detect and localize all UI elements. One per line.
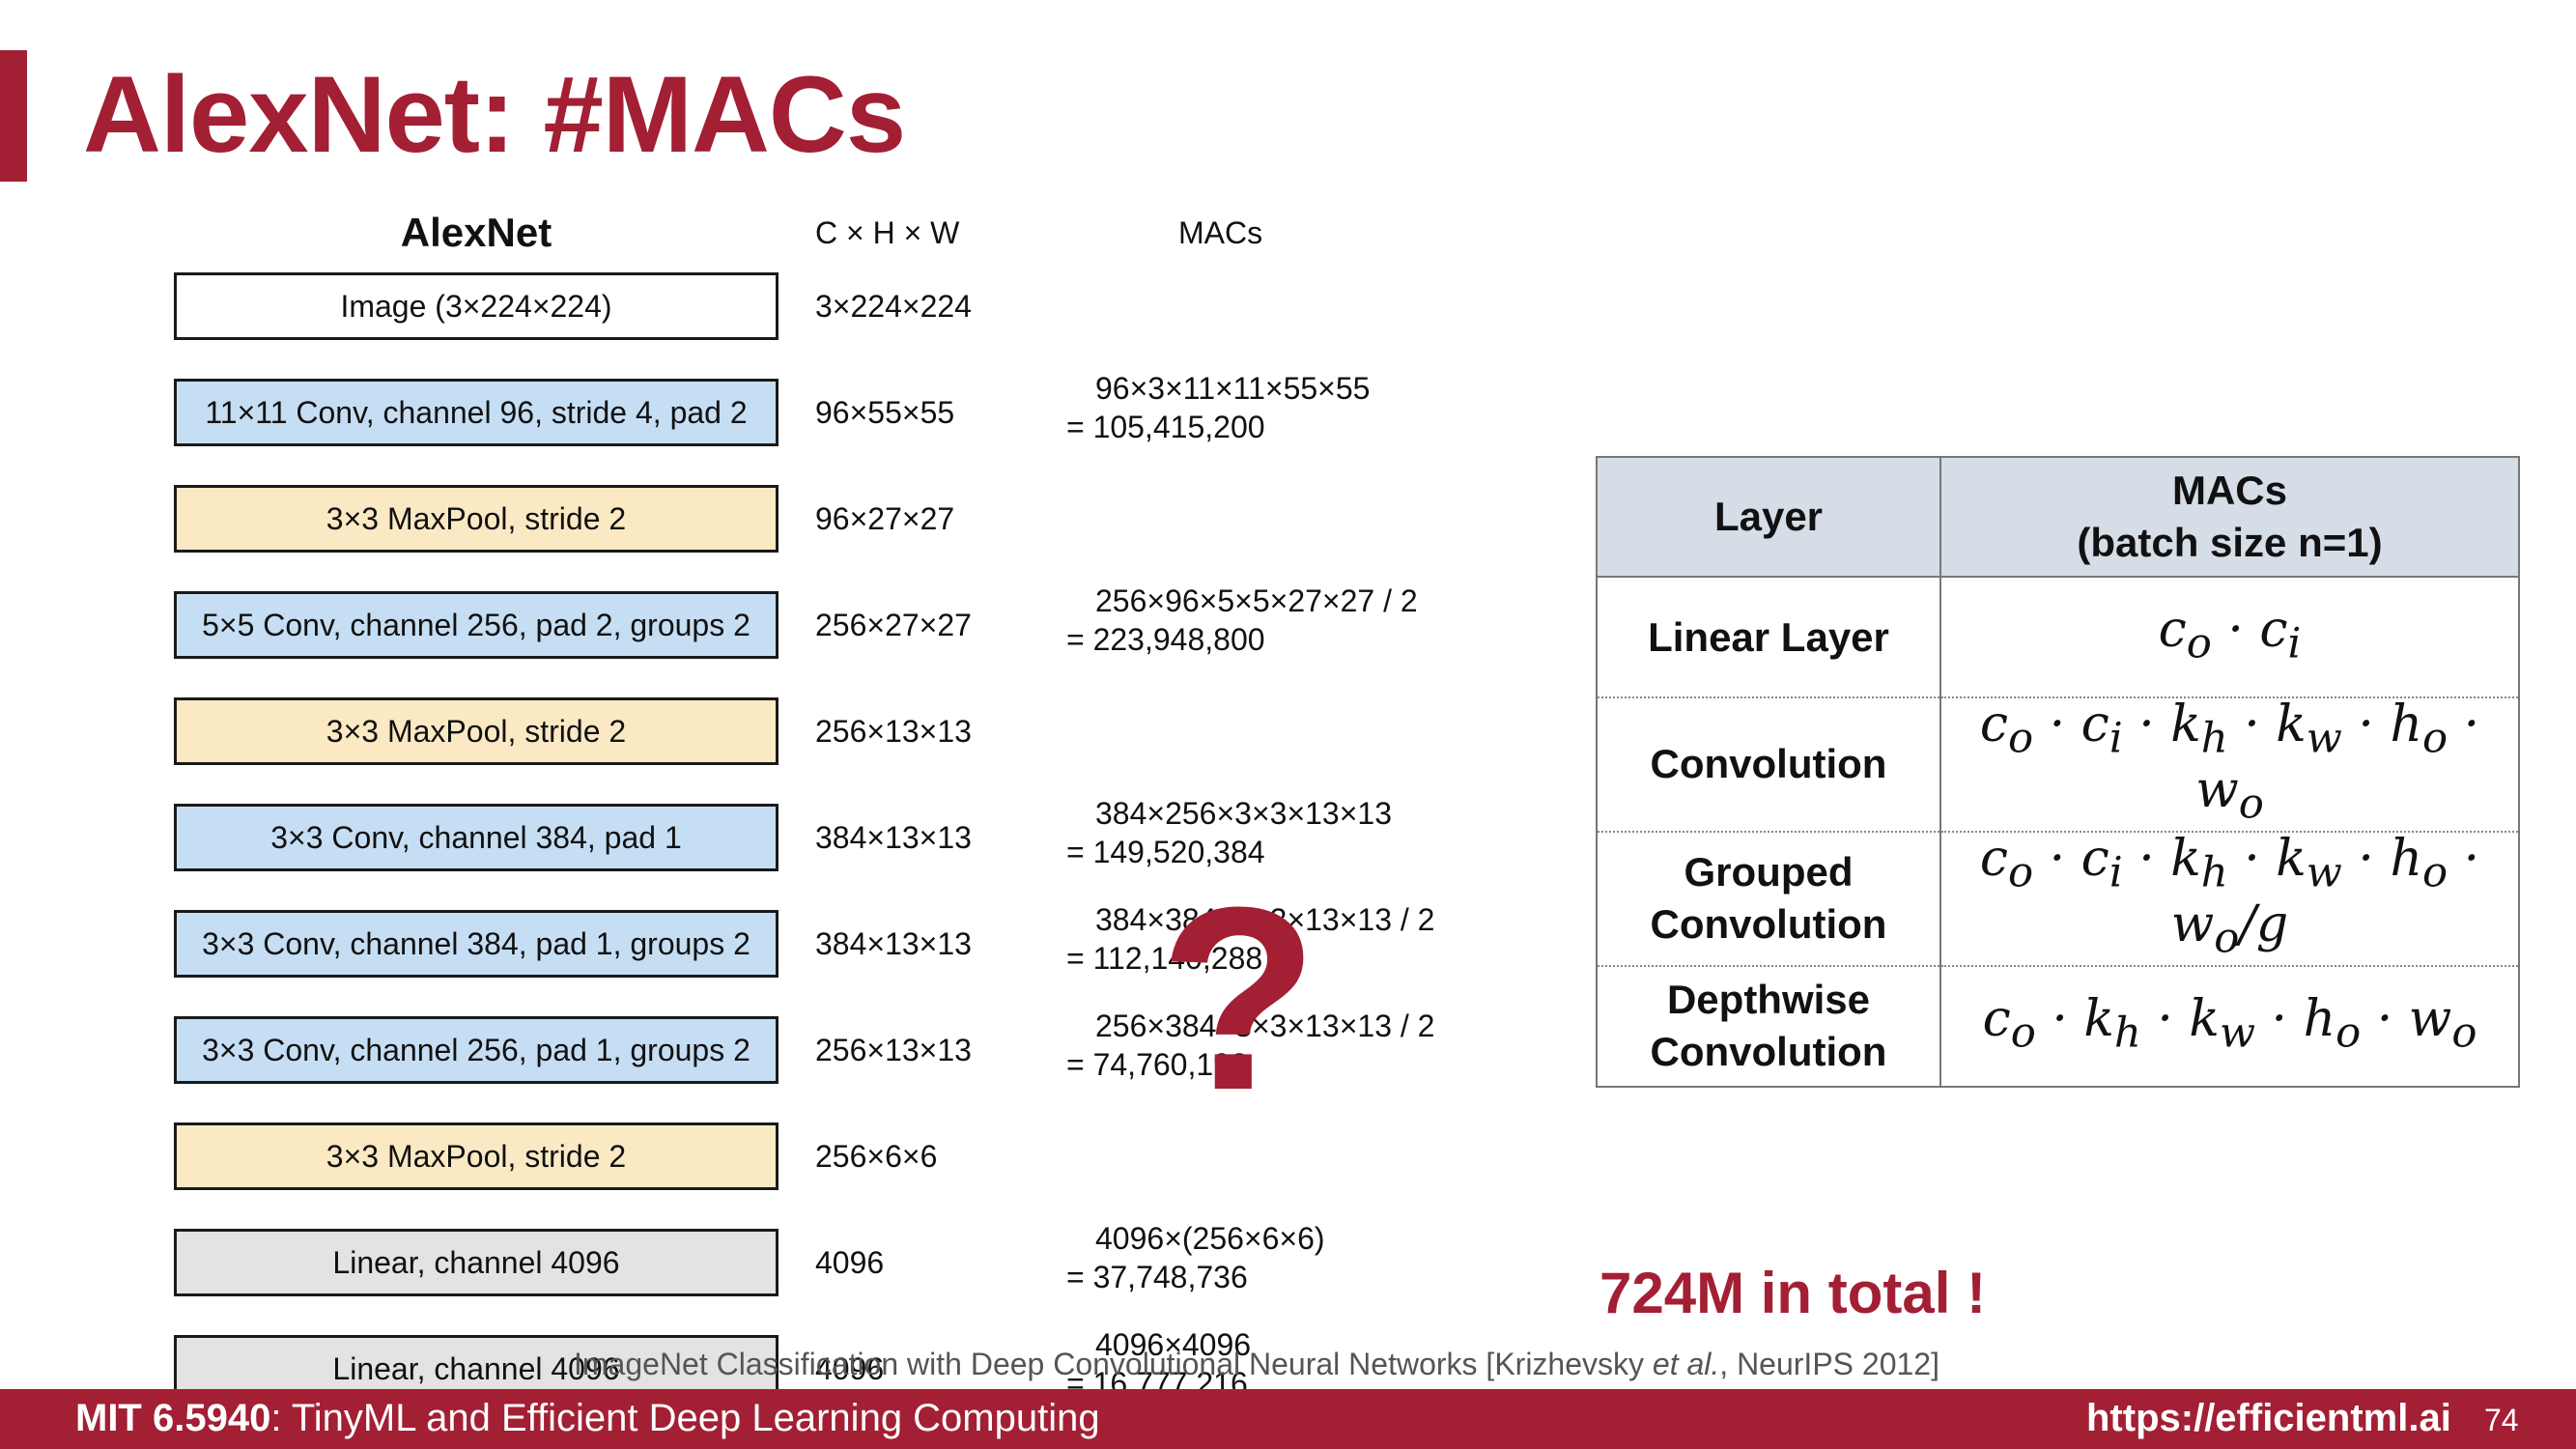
layer-box-conv: 3×3 Conv, channel 384, pad 1, groups 2: [174, 910, 778, 978]
mac-table-layer-name: Convolution: [1650, 901, 1887, 948]
slide-title: AlexNet: #MACs: [83, 54, 906, 175]
network-column-header: AlexNet: [400, 210, 552, 255]
layer-output-shape: 96×55×55: [815, 395, 955, 430]
layer-output-shape: 96×27×27: [815, 501, 955, 536]
course-code: MIT 6.5940: [75, 1397, 271, 1439]
mac-table-row-convolution: Convolution co · ci · kh · kw · ho · wo: [1597, 696, 2519, 832]
layer-output-shape: 384×13×13: [815, 926, 972, 961]
mac-table-header-macs-line2: (batch size n=1): [2077, 520, 2383, 565]
layer-box-conv: 5×5 Conv, channel 256, pad 2, groups 2: [174, 591, 778, 659]
layer-box-conv: 3×3 Conv, channel 384, pad 1: [174, 804, 778, 871]
title-accent-bar: [0, 50, 27, 182]
layer-output-shape: 256×13×13: [815, 714, 972, 749]
mac-table-layer-name: Convolution: [1650, 741, 1887, 787]
mac-table-header-macs: MACs (batch size n=1): [1940, 457, 2519, 578]
layer-mac-result: = 112,140,288: [1066, 941, 1263, 976]
layer-box-image: Image (3×224×224): [174, 272, 778, 340]
mac-table-layer-name: Linear Layer: [1648, 613, 1889, 660]
shape-column-header: C × H × W: [815, 215, 960, 250]
mac-table-row-linear: Linear Layer co · ci: [1597, 577, 2519, 697]
depthwise-conv-mac-formula: co · kh · kw · ho · wo: [1940, 964, 2519, 1087]
layer-box-pool: 3×3 MaxPool, stride 2: [174, 485, 778, 553]
layer-output-shape: 3×224×224: [815, 289, 972, 324]
total-macs: 724M in total !: [1599, 1261, 1987, 1325]
mac-table-layer-cell: Convolution: [1597, 696, 1941, 832]
grouped-conv-mac-formula: co · ci · kh · kw · ho · wo/g: [1940, 830, 2519, 966]
linear-mac-formula: co · ci: [2158, 601, 2302, 668]
layer-mac-result: = 37,748,736: [1066, 1260, 1248, 1294]
layer-box-conv: 11×11 Conv, channel 96, stride 4, pad 2: [174, 379, 778, 446]
macs-column-header: MACs: [1178, 215, 1263, 250]
layer-box-pool: 3×3 MaxPool, stride 2: [174, 1122, 778, 1190]
layer-mac-result: = 105,415,200: [1066, 410, 1265, 444]
layer-box-linear: Linear, channel 4096: [174, 1229, 778, 1296]
course-name: : TinyML and Efficient Deep Learning Com…: [270, 1397, 1100, 1439]
layer-output-shape: 256×6×6: [815, 1139, 938, 1174]
citation-venue: , NeurIPS 2012]: [1719, 1347, 1939, 1381]
mac-table-layer-name: Grouped: [1684, 849, 1854, 895]
layer-mac-result: = 74,760,192: [1066, 1047, 1248, 1082]
layer-box-pool: 3×3 MaxPool, stride 2: [174, 697, 778, 765]
layer-output-shape: 256×27×27: [815, 608, 972, 642]
course-title: MIT 6.5940: TinyML and Efficient Deep Le…: [75, 1397, 1100, 1440]
mac-table-header-row: Layer MACs (batch size n=1): [1597, 457, 2519, 578]
layer-output-shape: 256×13×13: [815, 1033, 972, 1067]
layer-mac-expression: 4096×4096: [1095, 1327, 1252, 1362]
layer-output-shape: 4096: [815, 1351, 885, 1386]
layer-mac-expression: 256×384×3×3×13×13 / 2: [1095, 1009, 1435, 1043]
mac-table-header-layer: Layer: [1597, 457, 1941, 578]
layer-output-shape: 384×13×13: [815, 820, 972, 855]
mac-table-layer-name: Convolution: [1650, 1029, 1887, 1075]
layer-output-shape: 4096: [815, 1245, 885, 1280]
layer-mac-expression: 256×96×5×5×27×27 / 2: [1095, 583, 1418, 618]
layer-mac-expression: 4096×(256×6×6): [1095, 1221, 1325, 1256]
question-mark-overlay: ?: [1159, 854, 1318, 1145]
layer-mac-expression: 96×3×11×11×55×55: [1095, 371, 1371, 406]
layer-box-conv: 3×3 Conv, channel 256, pad 1, groups 2: [174, 1016, 778, 1084]
layer-mac-result: = 149,520,384: [1066, 835, 1265, 869]
layer-mac-expression: 384×384×3×3×13×13 / 2: [1095, 902, 1435, 937]
citation-text: ImageNet Classification with Deep Convol…: [574, 1347, 1653, 1381]
mac-formula-table: Layer MACs (batch size n=1) Linear Layer…: [1596, 456, 2520, 1088]
layer-mac-expression: 384×256×3×3×13×13: [1095, 796, 1392, 831]
footer-bar: MIT 6.5940: TinyML and Efficient Deep Le…: [0, 1389, 2576, 1449]
citation-etal: et al.: [1652, 1347, 1720, 1381]
conv-mac-formula: co · ci · kh · kw · ho · wo: [1940, 696, 2519, 832]
course-url[interactable]: https://efficientml.ai: [2086, 1397, 2451, 1439]
page-number: 74: [2484, 1403, 2519, 1437]
citation: ImageNet Classification with Deep Convol…: [574, 1347, 1939, 1382]
mac-table-header-macs-line1: MACs: [2171, 468, 2287, 513]
mac-table-layer-name: Depthwise: [1666, 977, 1871, 1023]
layer-mac-result: = 223,948,800: [1066, 622, 1265, 657]
mac-table-layer-cell: Linear Layer: [1597, 577, 1941, 697]
